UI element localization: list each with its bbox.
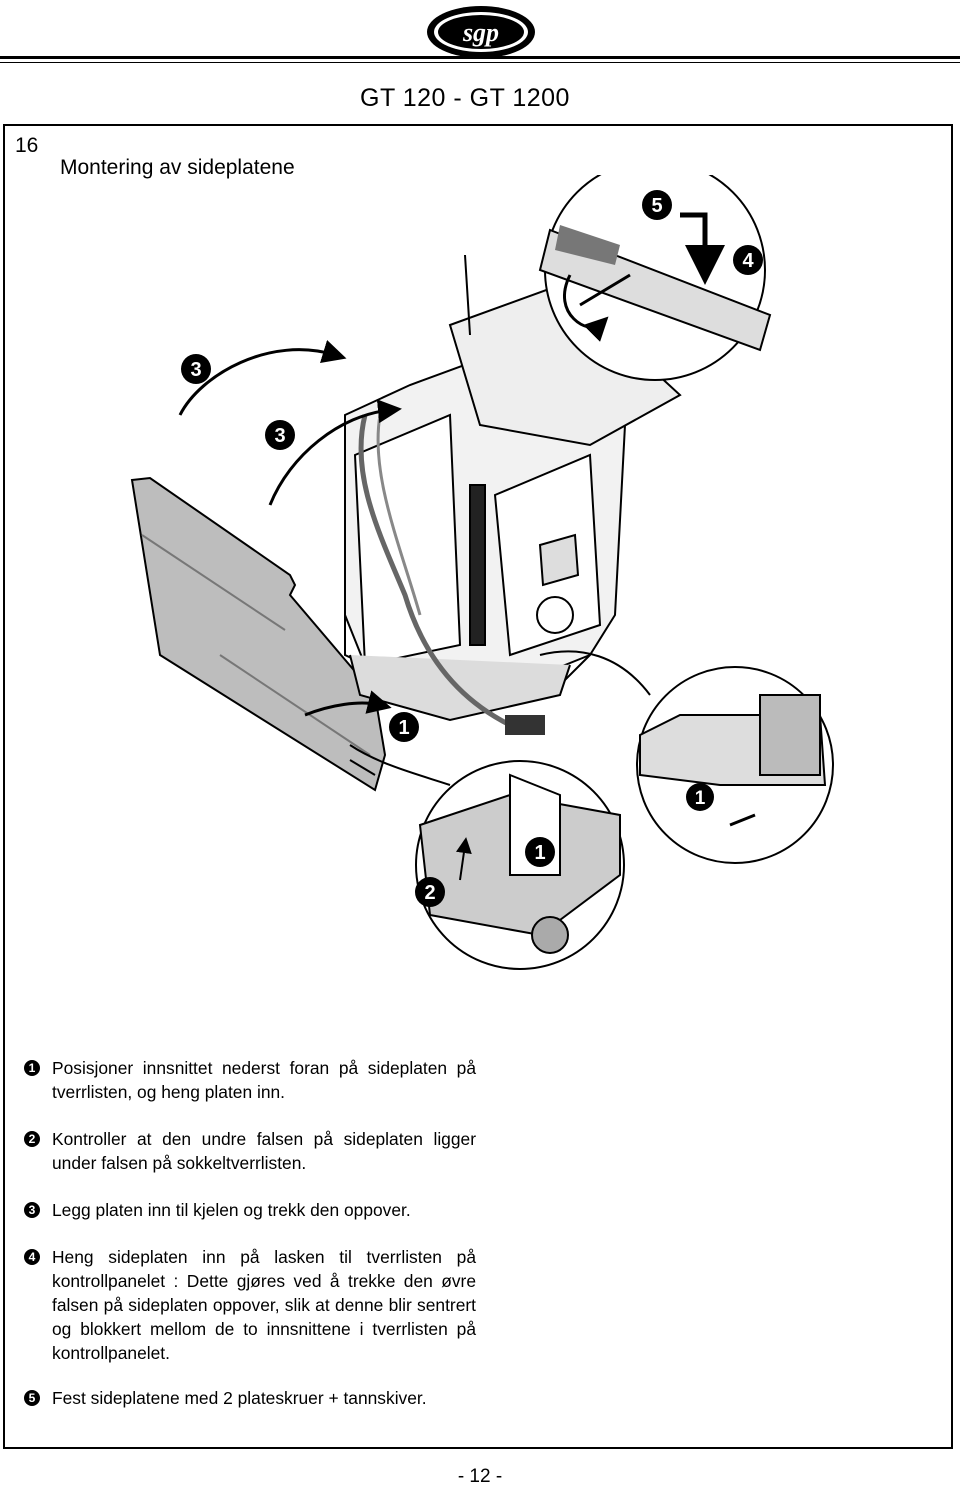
step-text: Heng sideplaten inn på lasken til tverrl… (52, 1247, 476, 1363)
side-panel (130, 476, 387, 792)
connector (505, 715, 545, 735)
instruction-steps: 1 Posisjoner innsnittet nederst foran på… (24, 1056, 476, 1410)
step-3: 3 Legg platen inn til kjelen og trekk de… (24, 1198, 476, 1222)
assembly-illustration: 5 4 1 1 2 3 3 1 (130, 175, 834, 970)
svg-text:1: 1 (695, 788, 706, 809)
detail-circle-right: 1 (636, 666, 834, 864)
step-5: 5 Fest sideplatene med 2 plateskruer + t… (24, 1386, 476, 1410)
callout-markers: 3 3 1 (181, 354, 419, 742)
svg-text:3: 3 (190, 359, 201, 381)
svg-text:4: 4 (742, 250, 754, 272)
brand-logo: sgp (427, 6, 535, 58)
svg-text:sgp: sgp (462, 18, 499, 47)
header-rule-thin (0, 62, 960, 63)
page-number: - 12 - (457, 1466, 503, 1487)
step-number: 1 (24, 1060, 40, 1076)
step-text: Fest sideplatene med 2 plateskruer + tan… (52, 1388, 427, 1408)
svg-text:5: 5 (651, 195, 662, 217)
step-4: 4 Heng sideplaten inn på lasken til tver… (24, 1245, 476, 1365)
step-1: 1 Posisjoner innsnittet nederst foran på… (24, 1056, 476, 1104)
svg-text:3: 3 (274, 425, 285, 447)
svg-text:2: 2 (424, 882, 435, 904)
step-text: Posisjoner innsnittet nederst foran på s… (52, 1058, 476, 1102)
step-text: Kontroller at den undre falsen på sidepl… (52, 1129, 476, 1173)
detail-circle-bottom: 1 2 (415, 760, 625, 970)
section-number: 16 (15, 134, 39, 157)
step-2: 2 Kontroller at den undre falsen på side… (24, 1127, 476, 1175)
model-title: GT 120 - GT 1200 (360, 84, 570, 112)
step-number: 3 (24, 1202, 40, 1218)
section-title: Montering av sideplatene (60, 156, 295, 179)
step-number: 4 (24, 1249, 40, 1265)
cable (358, 414, 512, 728)
content-frame (3, 124, 953, 1449)
detail-circle-top: 5 4 (538, 175, 772, 381)
svg-text:1: 1 (398, 717, 409, 739)
step-text: Legg platen inn til kjelen og trekk den … (52, 1200, 411, 1220)
step-number: 5 (24, 1390, 40, 1406)
step-number: 2 (24, 1131, 40, 1147)
svg-text:1: 1 (534, 842, 545, 864)
